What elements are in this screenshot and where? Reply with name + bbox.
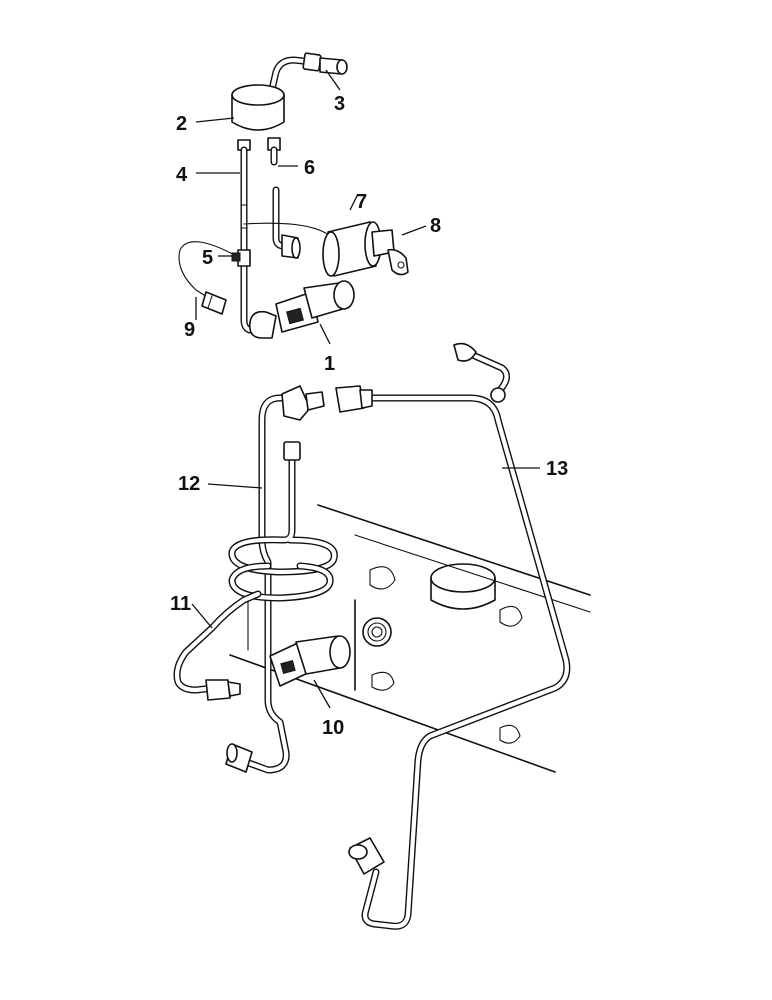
pressure-gauge-line-assembly — [178, 52, 409, 339]
callout-13: 13 — [546, 458, 568, 480]
callout-8: 8 — [430, 215, 441, 237]
callout-labels: 1 2 3 4 5 6 7 8 9 10 11 12 13 — [170, 93, 568, 739]
callout-1: 1 — [324, 353, 335, 375]
callout-4: 4 — [176, 164, 188, 186]
callout-2: 2 — [176, 113, 187, 135]
callout-10: 10 — [322, 717, 344, 739]
callout-11: 11 — [170, 593, 191, 615]
pipe-assembly — [173, 342, 571, 930]
callout-3: 3 — [334, 93, 345, 115]
leader-lines — [191, 69, 540, 709]
callout-6: 6 — [304, 157, 315, 179]
callout-5: 5 — [202, 247, 213, 269]
callout-7: 7 — [356, 191, 367, 213]
callout-9: 9 — [184, 319, 195, 341]
callout-12: 12 — [178, 473, 200, 495]
